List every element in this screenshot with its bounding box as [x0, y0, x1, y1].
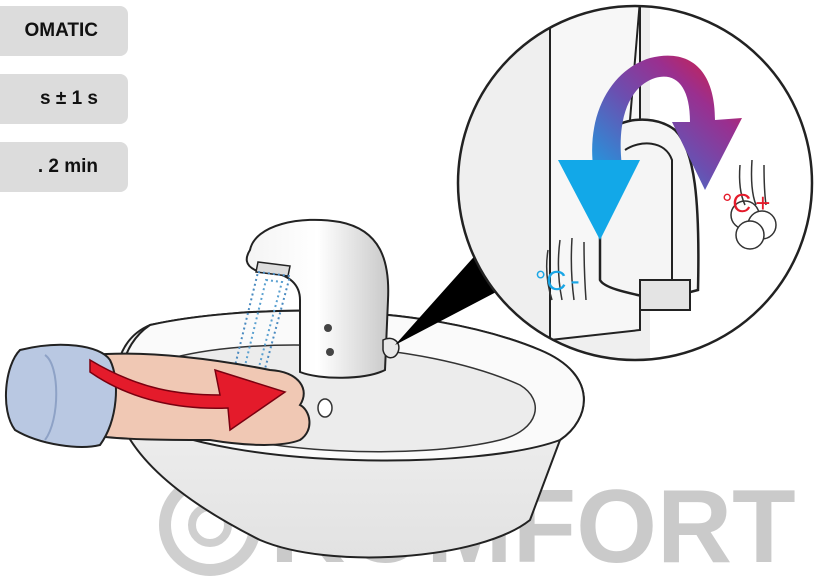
- svg-text:°C-: °C-: [535, 265, 580, 296]
- svg-text:°C+: °C+: [722, 188, 770, 218]
- hot-temp-symbol: °C: [722, 188, 751, 218]
- hot-sign: +: [755, 188, 770, 218]
- cold-temp-symbol: °C: [535, 265, 566, 296]
- zoom-detail: °C- °C+: [450, 0, 812, 380]
- cold-sign: -: [570, 265, 579, 296]
